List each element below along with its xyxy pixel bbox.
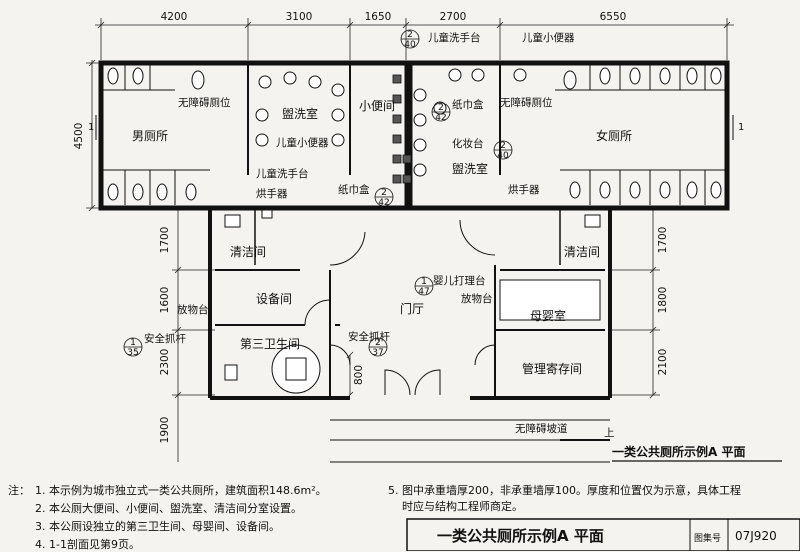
dim-right-1: 1700 <box>657 227 669 254</box>
note-2: 2. 本公厕大便间、小便间、盥洗室、清洁间分室设置。 <box>35 502 302 515</box>
note-3: 3. 本公厕设独立的第三卫生间、母婴间、设备间。 <box>35 520 280 533</box>
label-child-sink-left: 儿童洗手台 <box>256 167 309 180</box>
dim-right-2: 1800 <box>657 287 669 314</box>
label-baby-changing: 婴儿打理台 <box>433 274 486 287</box>
stall-partitions <box>101 63 727 205</box>
dim-left-4: 2300 <box>159 349 171 376</box>
callout-4: 2 42 <box>374 187 394 208</box>
label-child-urinal-left: 儿童小便器 <box>276 136 329 149</box>
svg-text:2: 2 <box>381 188 387 198</box>
label-vanity: 化妆台 <box>452 137 484 150</box>
note-1: 1. 本示例为城市独立式一类公共厕所，建筑面积148.6m²。 <box>35 484 327 497</box>
toilet-fixtures <box>107 67 722 201</box>
label-accessible-stall-right: 无障碍厕位 <box>500 96 553 109</box>
detail-callouts: 2 40 2 42 2 40 2 42 1 47 <box>123 29 513 358</box>
note-5: 5. 图中承重墙厚200，非承重墙厚100。厚度和位置仅为示意，具体工程 <box>388 484 741 497</box>
svg-text:42: 42 <box>435 113 446 123</box>
callout-2: 2 42 <box>431 102 451 123</box>
dim-left-5: 1900 <box>159 417 171 444</box>
dimension-lines <box>86 18 734 462</box>
atlas-number-label: 图集号 <box>694 534 722 544</box>
room-lobby: 门厅 <box>400 301 424 316</box>
dim-bottom-1: 800 <box>353 365 365 385</box>
dim-top-3: 1650 <box>365 11 392 23</box>
label-child-urinal-right: 儿童小便器 <box>522 31 575 44</box>
label-tissue-right: 纸巾盒 <box>452 98 484 111</box>
svg-text:2: 2 <box>407 30 413 40</box>
section-labels: 1 1 <box>88 122 744 133</box>
svg-text:40: 40 <box>497 151 509 161</box>
title-block-frame <box>406 518 800 551</box>
room-urinal: 小便间 <box>359 99 395 113</box>
label-storage-right: 放物台 <box>461 292 493 305</box>
callout-1: 2 40 <box>400 29 420 50</box>
room-mother-baby: 母婴室 <box>530 308 566 323</box>
label-child-sink-right: 儿童洗手台 <box>428 31 481 44</box>
note-4: 4. 1-1剖面见第9页。 <box>35 538 140 551</box>
svg-text:2: 2 <box>500 141 506 151</box>
section-cut-line <box>95 115 734 140</box>
dimension-texts: 4200 3100 1650 2700 6550 4500 1700 1600 … <box>73 11 669 443</box>
sink-fixtures <box>255 68 527 177</box>
room-mens: 男厕所 <box>132 129 168 143</box>
svg-text:35: 35 <box>127 348 138 358</box>
dim-right-3: 2100 <box>657 349 669 376</box>
svg-text:1: 1 <box>130 338 136 348</box>
svg-text:47: 47 <box>418 287 429 297</box>
room-equipment: 设备间 <box>256 292 292 306</box>
svg-text:2: 2 <box>375 338 381 348</box>
section-mark-right: 1 <box>738 122 744 133</box>
notes-prefix: 注： <box>8 484 30 497</box>
label-storage-left: 放物台 <box>177 303 209 316</box>
dim-top-4: 2700 <box>440 11 467 23</box>
svg-text:42: 42 <box>378 198 389 208</box>
dim-left-2: 1700 <box>159 227 171 254</box>
label-dryer-right: 烘手器 <box>508 183 540 196</box>
dim-top-2: 3100 <box>286 11 313 23</box>
callout-7: 2 37 <box>368 337 388 358</box>
callout-5: 1 47 <box>414 276 434 297</box>
room-third-wc: 第三卫生间 <box>240 337 300 351</box>
section-mark-left: 1 <box>88 122 94 133</box>
other-fixtures <box>224 209 601 394</box>
svg-text:2: 2 <box>438 103 444 113</box>
room-washroom-right: 盥洗室 <box>452 161 488 176</box>
room-labels: 男厕所 女厕所 盥洗室 盥洗室 小便间 设备间 门厅 第三卫生间 母婴室 管理寄… <box>132 99 632 376</box>
label-dryer-left: 烘手器 <box>256 187 288 200</box>
dim-top-5: 6550 <box>600 11 627 23</box>
room-cleaning-right: 清洁间 <box>564 245 600 259</box>
label-up: 上 <box>604 427 615 439</box>
title-block-title: 一类公共厕所示例A 平面 <box>437 527 604 545</box>
note-5-cont: 时应与结构工程师商定。 <box>402 500 523 513</box>
walls <box>98 60 730 400</box>
urinal-fixtures <box>392 74 412 184</box>
label-tissue-left: 纸巾盒 <box>338 183 370 196</box>
callout-6: 1 35 <box>123 337 143 358</box>
svg-text:37: 37 <box>372 348 383 358</box>
dim-left-3: 1600 <box>159 287 171 314</box>
callout-3: 2 40 <box>493 140 513 161</box>
fixture-labels: 无障碍厕位 无障碍厕位 儿童洗手台 儿童洗手台 儿童小便器 儿童小便器 烘手器 … <box>144 31 615 439</box>
svg-text:40: 40 <box>404 40 416 50</box>
room-cleaning-left: 清洁间 <box>230 245 266 259</box>
label-accessible-stall-left: 无障碍厕位 <box>178 96 231 109</box>
plan-caption: 一类公共厕所示例A 平面 <box>612 444 745 459</box>
svg-text:1: 1 <box>421 277 427 287</box>
dim-top-1: 4200 <box>161 11 188 23</box>
dim-left-1: 4500 <box>73 123 85 150</box>
door-swings <box>304 219 496 396</box>
room-management: 管理寄存间 <box>522 361 582 376</box>
atlas-number: 07J920 <box>735 529 777 543</box>
room-womens: 女厕所 <box>596 128 632 143</box>
label-grab-bar-left: 安全抓杆 <box>144 332 186 345</box>
ramp <box>330 419 610 463</box>
label-ramp: 无障碍坡道 <box>515 422 568 435</box>
label-grab-bar-mid: 安全抓杆 <box>348 330 390 343</box>
room-washroom-left: 盥洗室 <box>282 106 318 121</box>
